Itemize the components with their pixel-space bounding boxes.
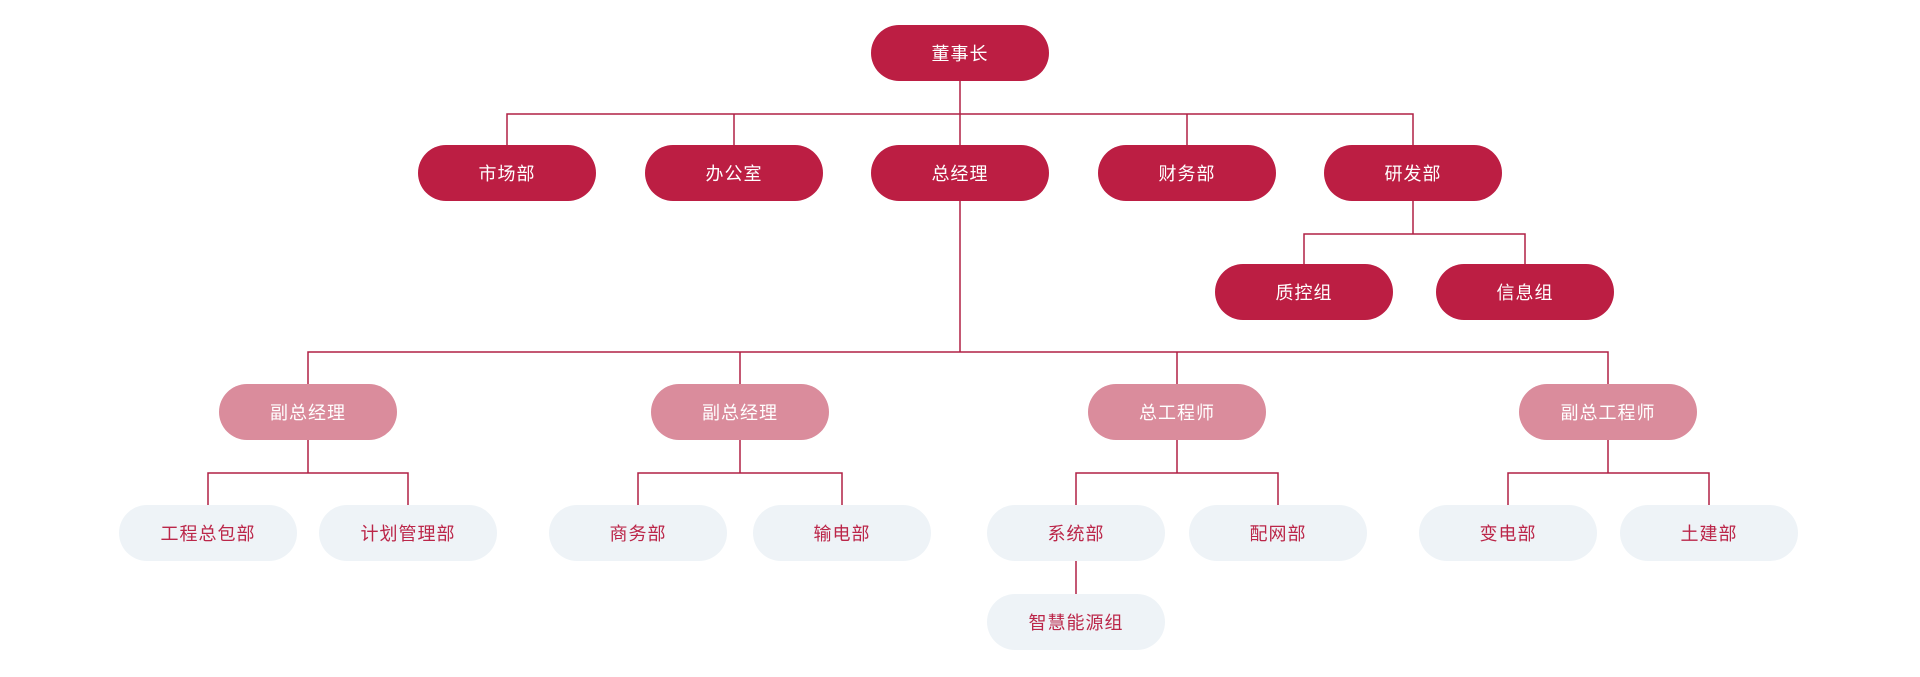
org-node-deputy-gm-1[interactable]: 副总经理: [219, 384, 397, 440]
org-node-chairman[interactable]: 董事长: [871, 25, 1049, 81]
org-node-info-group[interactable]: 信息组: [1436, 264, 1614, 320]
connector-chairman-children: [506, 81, 1414, 145]
org-node-deputy-gm-2[interactable]: 副总经理: [651, 384, 829, 440]
org-node-smart-energy-group[interactable]: 智慧能源组: [987, 594, 1165, 650]
org-node-epc-dept[interactable]: 工程总包部: [119, 505, 297, 561]
org-node-general-manager[interactable]: 总经理: [871, 145, 1049, 201]
org-node-chief-engineer[interactable]: 总工程师: [1088, 384, 1266, 440]
connector-deputy-chief-engineer-children: [1507, 440, 1710, 505]
org-node-distribution-dept[interactable]: 配网部: [1189, 505, 1367, 561]
org-node-rnd-dept[interactable]: 研发部: [1324, 145, 1502, 201]
connector-rnd-children: [1303, 201, 1526, 264]
connector-deputy-gm-1-children: [207, 440, 409, 505]
org-node-marketing-dept[interactable]: 市场部: [418, 145, 596, 201]
connector-chief-engineer-children: [1075, 440, 1279, 505]
org-node-deputy-chief-engineer[interactable]: 副总工程师: [1519, 384, 1697, 440]
org-node-transmission-dept[interactable]: 输电部: [753, 505, 931, 561]
org-node-systems-dept[interactable]: 系统部: [987, 505, 1165, 561]
org-node-qc-group[interactable]: 质控组: [1215, 264, 1393, 320]
org-node-finance-dept[interactable]: 财务部: [1098, 145, 1276, 201]
org-node-business-dept[interactable]: 商务部: [549, 505, 727, 561]
connector-deputy-gm-2-children: [637, 440, 843, 505]
org-node-substation-dept[interactable]: 变电部: [1419, 505, 1597, 561]
org-node-civil-dept[interactable]: 土建部: [1620, 505, 1798, 561]
connector-gm-children: [307, 201, 1609, 384]
org-node-office[interactable]: 办公室: [645, 145, 823, 201]
org-node-planning-dept[interactable]: 计划管理部: [319, 505, 497, 561]
